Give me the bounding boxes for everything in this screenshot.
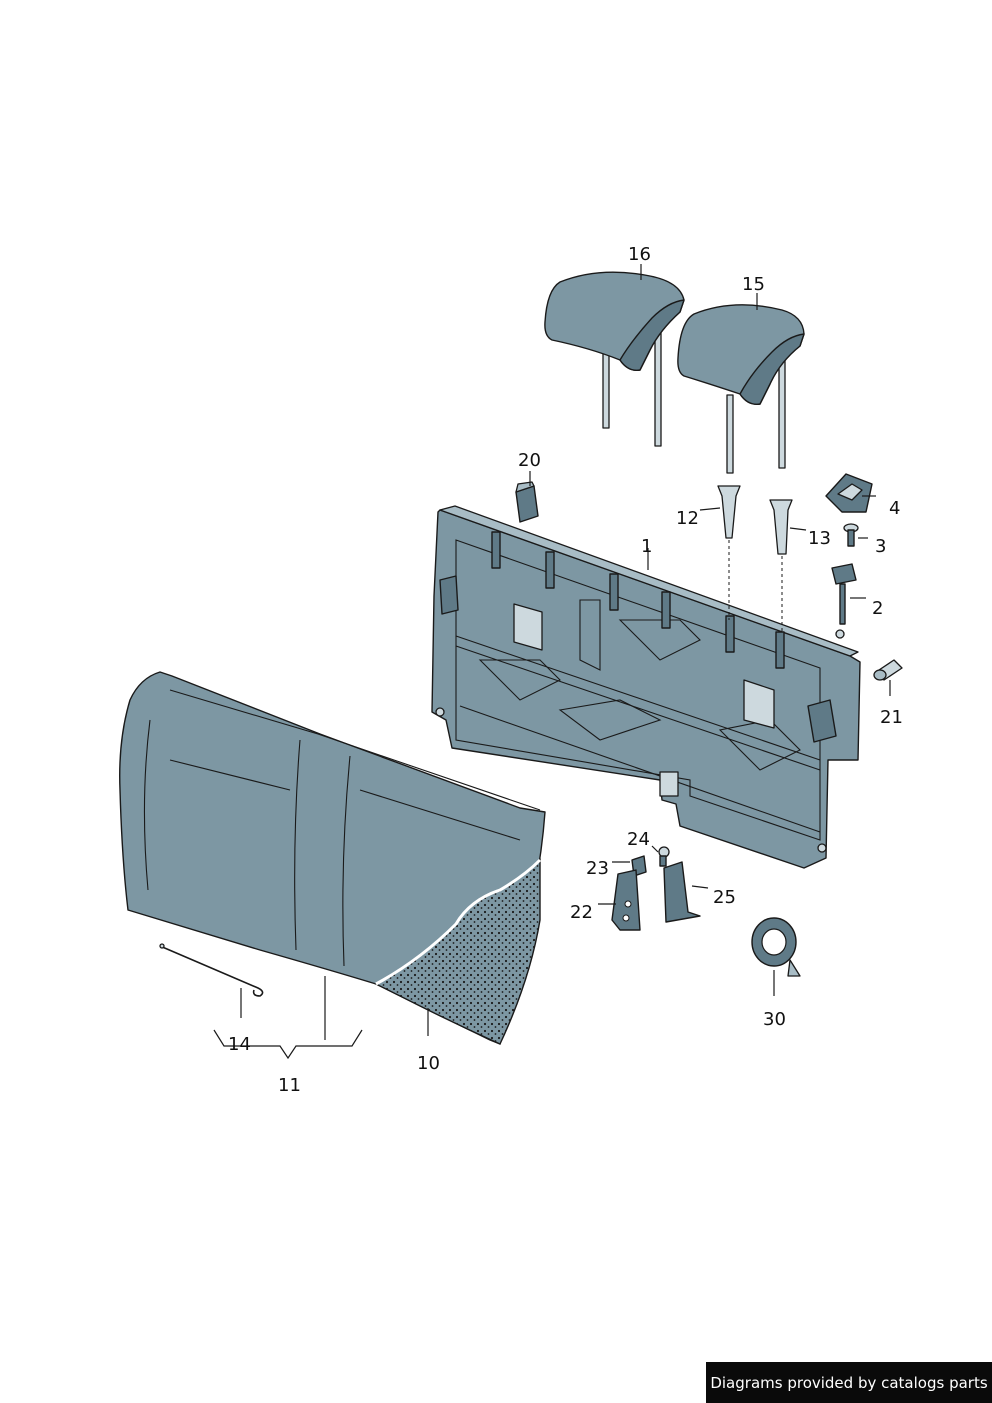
callout-30: 30 xyxy=(763,1009,786,1030)
callout-12: 12 xyxy=(676,508,699,529)
part-22-bracket xyxy=(611,869,641,931)
part-14-wire xyxy=(159,943,264,997)
callout-3: 3 xyxy=(875,536,887,557)
callout-1: 1 xyxy=(641,536,653,557)
credit-banner: Diagrams provided by catalogs parts xyxy=(706,1362,992,1403)
headrest-right xyxy=(677,304,805,474)
backrest-padding xyxy=(119,671,546,1045)
part-30-tape xyxy=(751,917,801,977)
callout-10: 10 xyxy=(417,1053,440,1074)
part-25-bracket xyxy=(663,861,701,923)
callout-11: 11 xyxy=(278,1075,301,1096)
callout-13: 13 xyxy=(808,528,831,549)
callout-22: 22 xyxy=(570,902,593,923)
part-13-guide xyxy=(769,499,793,555)
callout-14: 14 xyxy=(228,1034,251,1055)
callout-21: 21 xyxy=(880,707,903,728)
part-20 xyxy=(515,481,539,523)
callout-24: 24 xyxy=(627,829,650,850)
callout-15: 15 xyxy=(742,274,765,295)
headrest-left xyxy=(544,271,685,447)
part-2 xyxy=(831,563,857,639)
callout-4: 4 xyxy=(889,498,901,519)
callout-16: 16 xyxy=(628,244,651,265)
part-3-screw xyxy=(843,523,859,547)
callout-20: 20 xyxy=(518,450,541,471)
part-12-guide xyxy=(717,485,741,539)
part-21 xyxy=(873,659,903,681)
leader-lines xyxy=(213,264,891,1060)
backrest-frame xyxy=(431,505,861,869)
callout-25: 25 xyxy=(713,887,736,908)
callout-2: 2 xyxy=(872,598,884,619)
part-4 xyxy=(825,473,873,513)
part-24-bolt xyxy=(658,846,670,867)
callout-23: 23 xyxy=(586,858,609,879)
